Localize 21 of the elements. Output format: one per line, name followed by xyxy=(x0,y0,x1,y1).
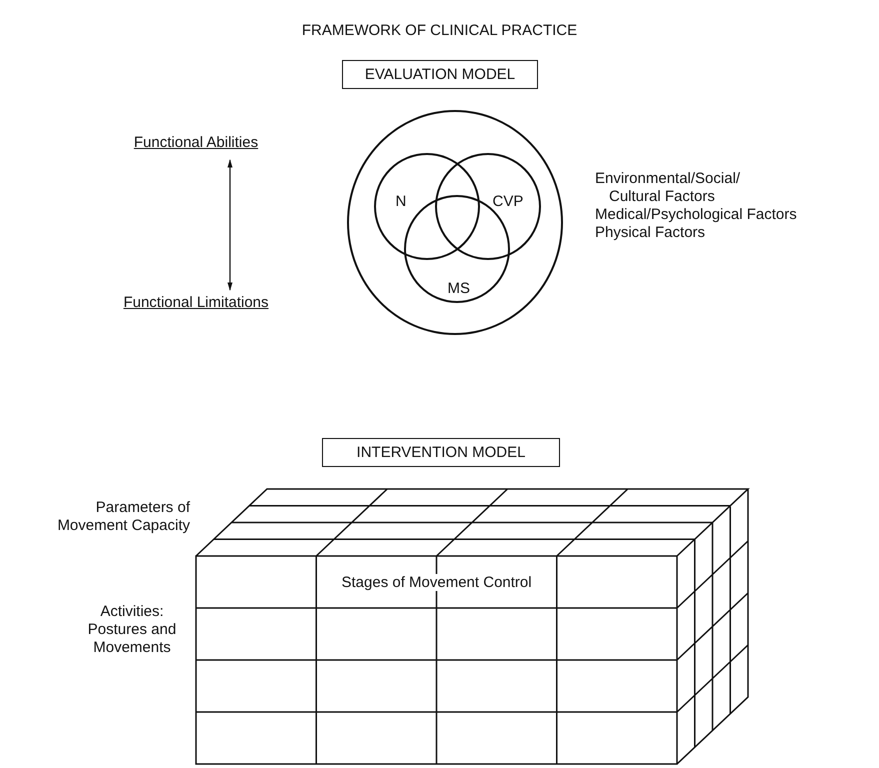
grid-cube xyxy=(196,489,751,768)
axis-label: Functional Abilities xyxy=(134,134,258,151)
side-label: Activities: Postures and Movements xyxy=(86,603,178,657)
title: FRAMEWORK OF CLINICAL PRACTICE xyxy=(300,22,578,41)
axis-label: Functional Limitations xyxy=(123,294,269,311)
circle-label: MS xyxy=(448,280,470,296)
title-box xyxy=(322,438,560,467)
circle-label: CVP xyxy=(492,192,524,210)
title-box xyxy=(342,60,538,89)
outer-circle xyxy=(347,110,563,335)
double-arrow xyxy=(227,159,233,291)
venn-circle xyxy=(435,153,541,260)
side-label: Parameters of Movement Capacity xyxy=(56,499,190,535)
side-label: Medical/Psychological Factors xyxy=(595,206,797,224)
side-label: Environmental/Social/ Cultural Factors xyxy=(595,170,742,206)
venn-circle xyxy=(374,153,480,260)
box-title: INTERVENTION MODEL xyxy=(356,444,526,461)
box-title: EVALUATION MODEL xyxy=(364,66,516,83)
grid-heading: Stages of Movement Control xyxy=(340,574,534,590)
circle-label: N xyxy=(396,192,406,210)
side-label: Physical Factors xyxy=(595,224,706,242)
